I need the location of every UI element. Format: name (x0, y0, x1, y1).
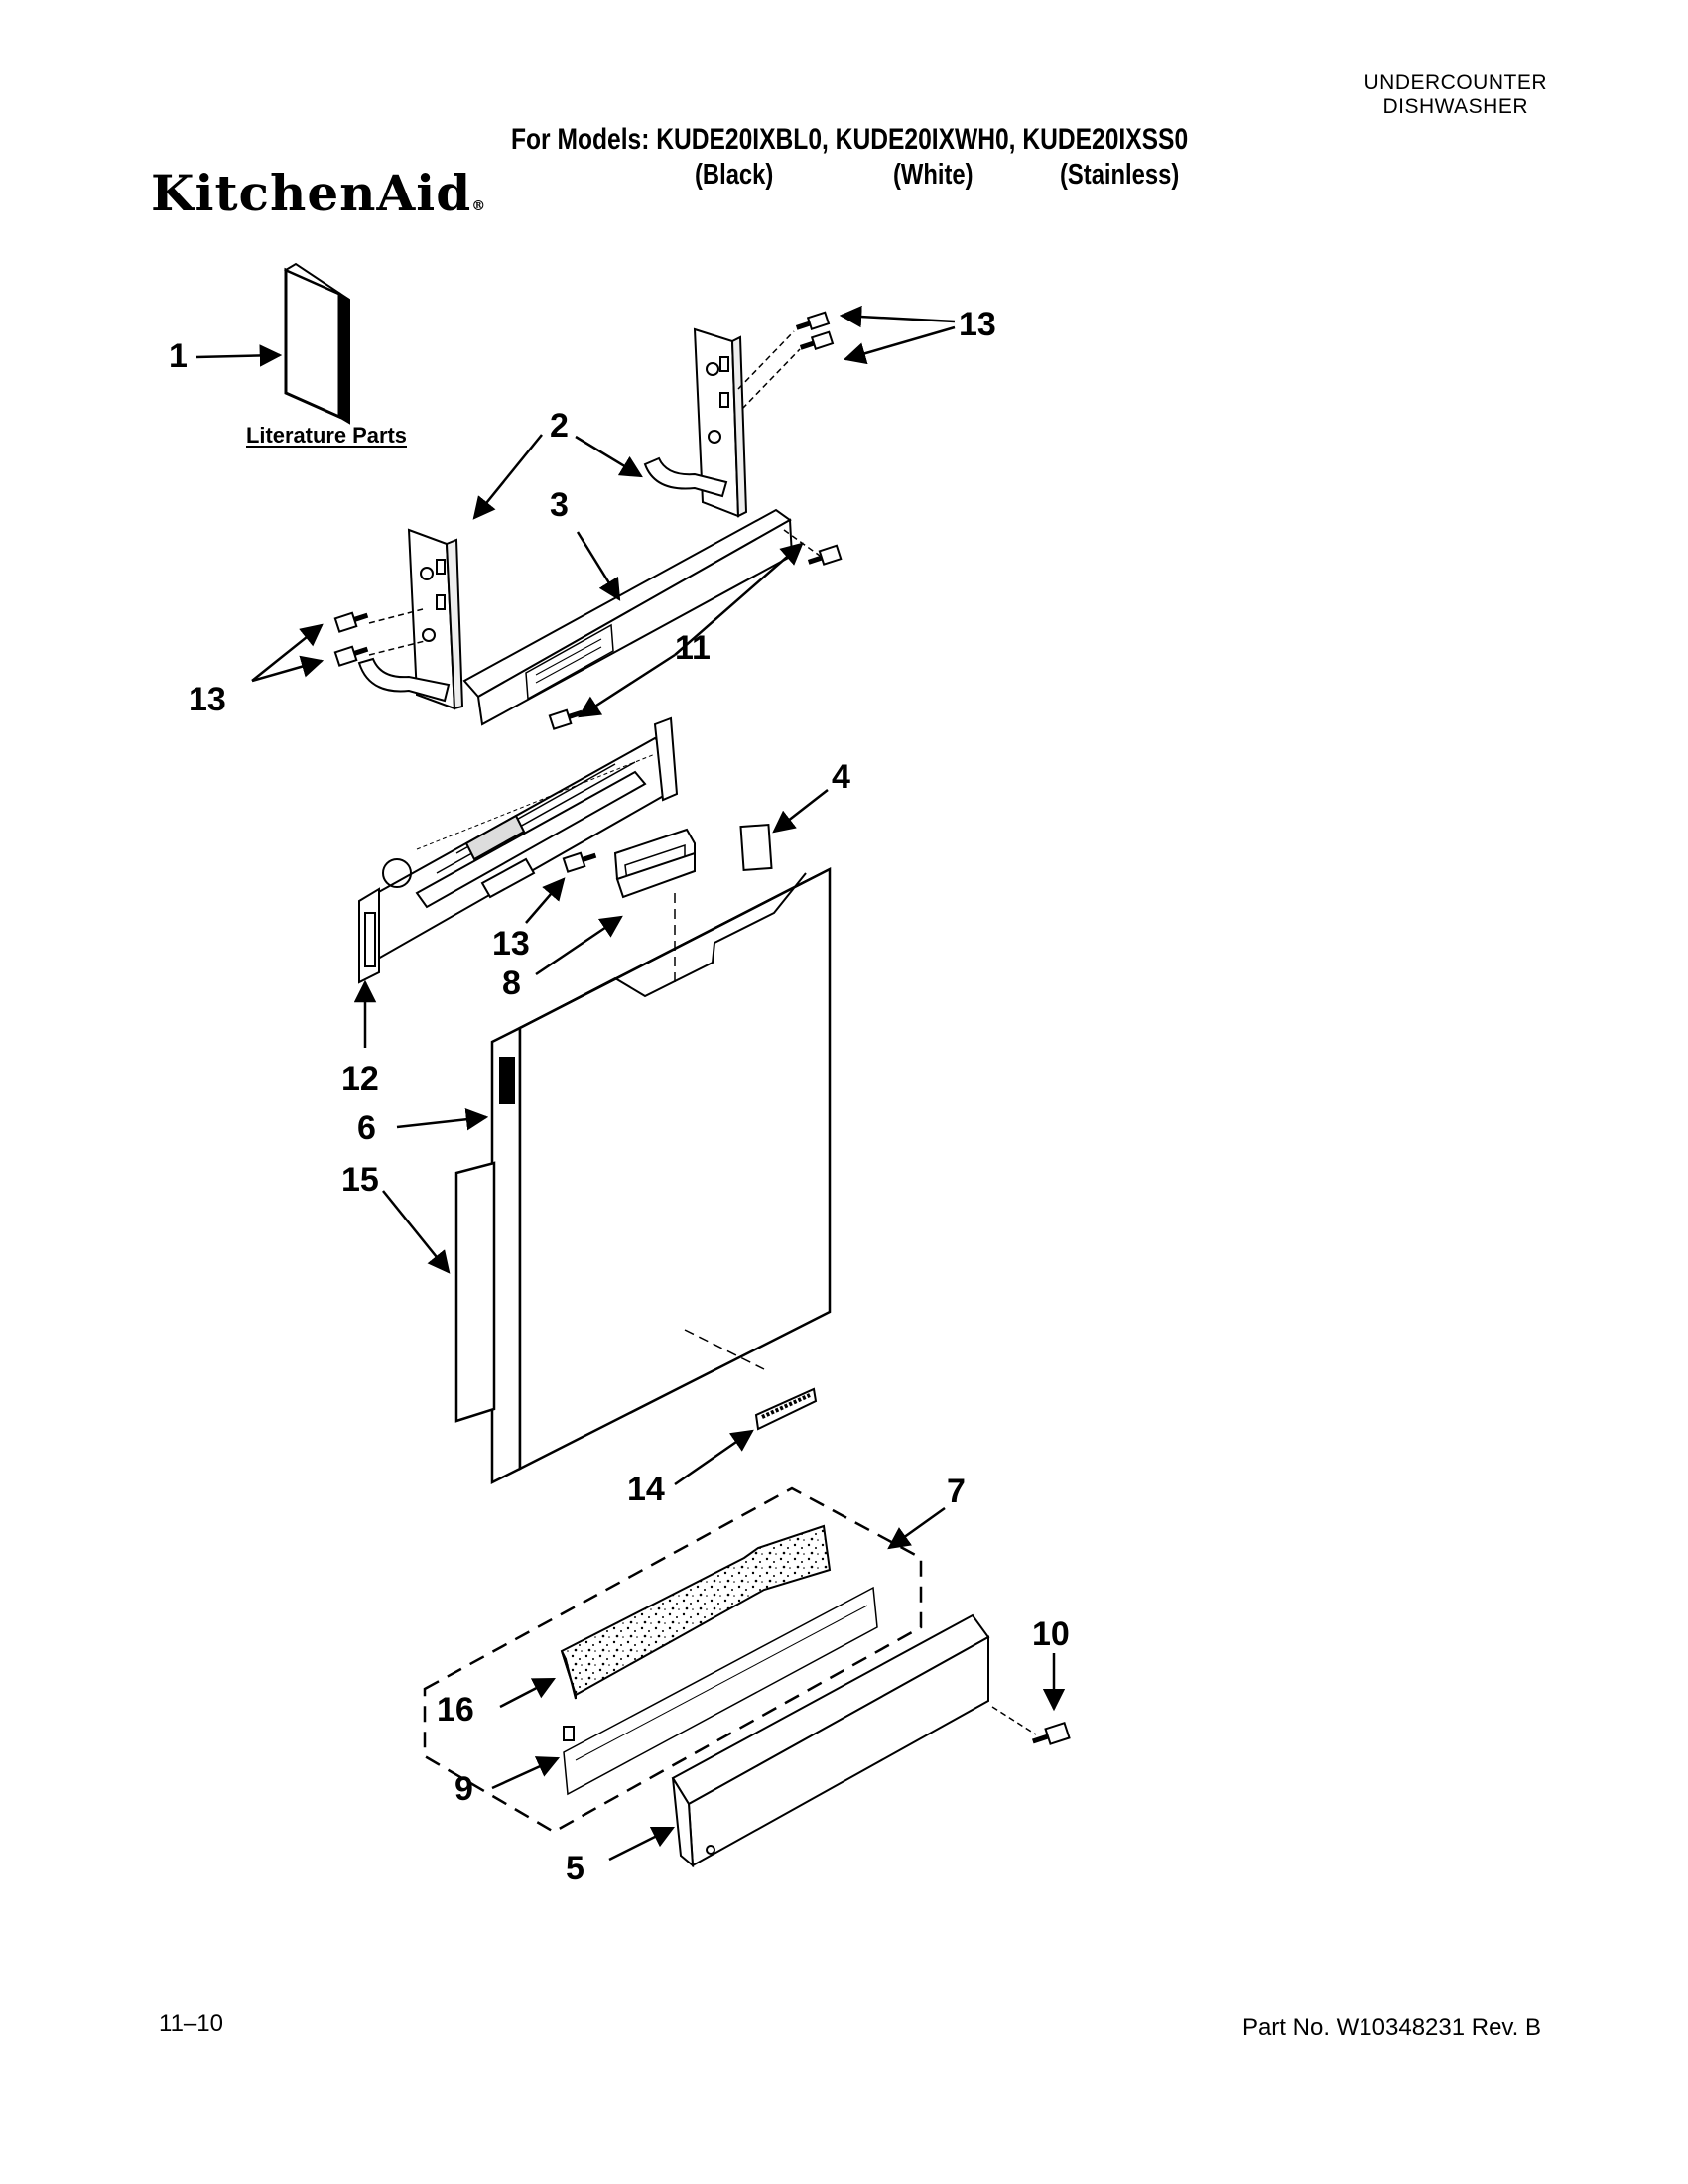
callout-15: 15 (341, 1161, 379, 1199)
callout-2: 2 (550, 407, 569, 445)
callout-13-top: 13 (959, 306, 996, 343)
door-panel (490, 866, 832, 1485)
callout-6: 6 (357, 1109, 376, 1147)
foam-insulation (560, 1524, 832, 1697)
models-line: For Models: KUDE20IXBL0, KUDE20IXWH0, KU… (511, 123, 1189, 156)
brand-name: KitchenAid (151, 164, 472, 222)
right-side-bracket (643, 327, 748, 518)
left-side-bracket (357, 528, 464, 710)
part-number: Part No. W10348231 Rev. B (1241, 2014, 1541, 2041)
finish-stainless: (Stainless) (1060, 159, 1180, 191)
kickplate-assembly-outline (423, 1486, 923, 1834)
doc-type-line1: UNDERCOUNTER (1363, 71, 1547, 94)
finish-black: (Black) (695, 159, 774, 191)
callout-7: 7 (947, 1473, 966, 1510)
finish-white: (White) (893, 159, 974, 191)
callout-13-left: 13 (189, 681, 226, 718)
top-mounting-rail (462, 508, 794, 726)
insulation-sheet (454, 1161, 496, 1423)
control-panel-assembly (358, 716, 679, 984)
small-pad (739, 824, 773, 871)
callout-1: 1 (169, 337, 188, 375)
callout-8: 8 (502, 964, 521, 1002)
mounting-strip (563, 1586, 878, 1796)
doc-type-line2: DISHWASHER (1382, 95, 1529, 118)
callout-11: 11 (675, 629, 711, 667)
literature-booklet (283, 262, 350, 425)
brand-registered-mark: ® (471, 198, 487, 214)
screw-icons (333, 311, 1071, 1745)
date-code: 11–10 (159, 2010, 223, 2037)
callout-4: 4 (832, 758, 850, 796)
leader-arrows (251, 305, 1066, 1862)
callout-numbers: 1 2 3 4 5 6 7 8 9 10 11 12 13 13 13 14 1… (169, 306, 1070, 1887)
callout-9: 9 (454, 1770, 473, 1808)
literature-parts-label: Literature Parts (246, 423, 407, 448)
callout-12: 12 (341, 1060, 379, 1097)
door-handle (613, 828, 696, 899)
kick-plate (671, 1613, 990, 1868)
brand-badge (754, 1387, 818, 1431)
callout-5: 5 (566, 1850, 584, 1887)
document-type: UNDERCOUNTER DISHWASHER (1364, 71, 1548, 119)
brand-logo: KitchenAid® (151, 164, 486, 222)
callout-10: 10 (1032, 1615, 1070, 1653)
callout-16: 16 (437, 1691, 474, 1729)
callout-14: 14 (627, 1471, 665, 1508)
callout-3: 3 (550, 486, 569, 524)
callout-13-middle: 13 (492, 925, 530, 963)
